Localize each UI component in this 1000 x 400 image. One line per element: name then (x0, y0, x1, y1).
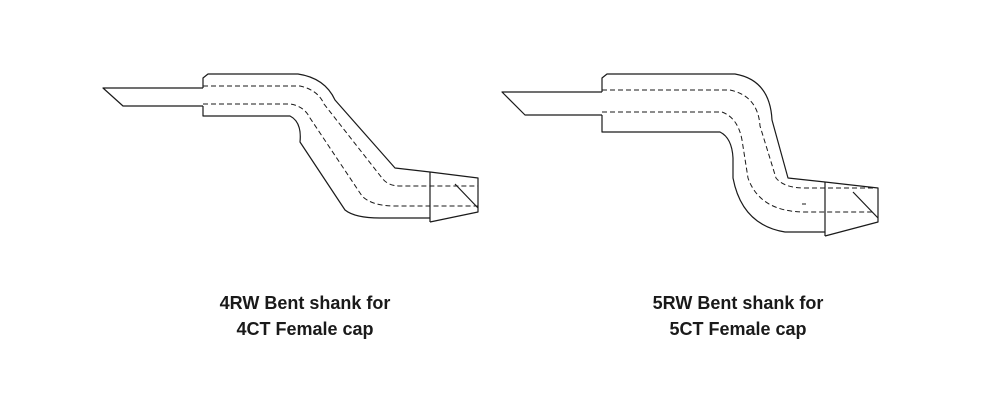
cap-collar-5rw (824, 181, 879, 237)
bore-upper-4rw (203, 85, 478, 187)
caption-4rw-line1: 4RW Bent shank for (219, 293, 391, 313)
bore-lower-4rw (203, 103, 478, 207)
rod-5rw (501, 91, 602, 116)
shank-body-5rw (601, 73, 826, 233)
caption-5rw-line2: 5CT Female cap (669, 319, 807, 339)
cap-chamfer-5rw (852, 191, 879, 219)
shank-body-4rw (202, 73, 431, 219)
caption-5rw: 5RW Bent shank for 5CT Female cap (588, 290, 888, 342)
cap-collar-4rw (429, 171, 479, 223)
cap-chamfer-4rw (454, 183, 479, 209)
caption-4rw: 4RW Bent shank for 4CT Female cap (155, 290, 455, 342)
bore-lower-5rw (602, 111, 875, 213)
caption-5rw-line1: 5RW Bent shank for (652, 293, 824, 313)
shank-drawing-4rw (102, 73, 479, 223)
caption-4rw-line2: 4CT Female cap (236, 319, 374, 339)
bore-upper-5rw (602, 89, 875, 189)
shank-drawing-5rw (501, 73, 879, 237)
rod-4rw (102, 87, 203, 107)
